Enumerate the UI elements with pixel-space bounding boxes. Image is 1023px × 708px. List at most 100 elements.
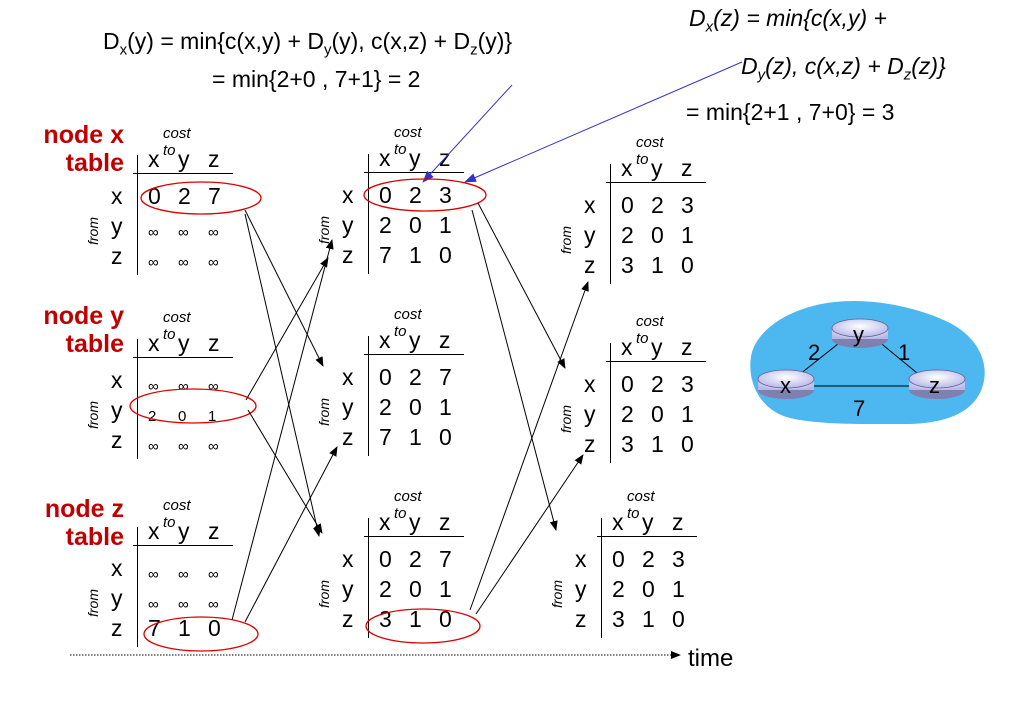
table-cell: 0	[178, 408, 187, 425]
column-header-x: x	[148, 518, 160, 544]
table-cell: ∞	[148, 438, 159, 455]
table-cell: 7	[379, 242, 392, 268]
table-cell: ∞	[148, 378, 159, 395]
cost-to-label: cost to	[636, 313, 664, 347]
table-cell: 0	[439, 606, 452, 632]
table-cell: 0	[409, 576, 422, 602]
column-header-z: z	[439, 327, 451, 353]
table-cell: 1	[672, 576, 685, 602]
network-node-x-label: x	[780, 373, 791, 398]
cost-to-label: cost to	[394, 124, 422, 158]
table-cell: 0	[439, 424, 452, 450]
column-header-y: y	[178, 146, 190, 172]
formula-dxy-line1: Dx(y) = min{c(x,y) + Dy(y), c(x,z) + Dz(…	[103, 28, 513, 59]
row-label-x: x	[575, 546, 587, 572]
table-cell: ∞	[208, 254, 219, 271]
row-label-x: x	[111, 555, 123, 581]
table-cell: 2	[148, 408, 157, 425]
column-header-x: x	[621, 155, 633, 181]
table-cell: 2	[409, 546, 422, 572]
table-cell: 2	[612, 576, 625, 602]
column-header-z: z	[681, 155, 693, 181]
timeline-arrowhead	[671, 651, 681, 659]
table-cell: 2	[409, 182, 422, 208]
router-node-y	[831, 318, 889, 348]
arrow-t1z-to-t2x	[469, 281, 589, 611]
arrow-t1x-to-t2y	[477, 202, 566, 369]
table-cell: 7	[439, 364, 452, 390]
table-cell: 0	[681, 252, 694, 278]
row-label-x: x	[342, 182, 354, 208]
row-label-y: y	[342, 576, 354, 602]
table-row-rule	[610, 343, 611, 463]
table-header-rule	[597, 536, 697, 537]
row-label-y: y	[111, 585, 123, 611]
table-cell: 0	[681, 431, 694, 457]
column-header-y: y	[651, 155, 663, 181]
column-header-x: x	[148, 146, 160, 172]
table-cell: 1	[178, 615, 191, 641]
table-cell: ∞	[178, 596, 189, 613]
row-label-y: y	[342, 394, 354, 420]
table-cell: 0	[439, 242, 452, 268]
table-cell: 0	[621, 192, 634, 218]
column-header-y: y	[409, 327, 421, 353]
table-cell: 0	[379, 546, 392, 572]
table-cell: 1	[409, 606, 422, 632]
table-cell: 2	[379, 212, 392, 238]
table-cell: ∞	[208, 566, 219, 583]
table-header-rule	[364, 172, 464, 173]
arrow-t0x-to-t1y	[244, 209, 324, 367]
row-label-x: x	[111, 183, 123, 209]
network-node-z-label: z	[929, 373, 940, 398]
table-cell: 0	[379, 182, 392, 208]
arrow-t0x-to-t1z	[244, 213, 321, 537]
cost-to-label: cost to	[627, 488, 655, 522]
column-header-z: z	[208, 518, 220, 544]
column-header-y: y	[178, 330, 190, 356]
row-label-z: z	[575, 606, 587, 632]
table-cell: 1	[651, 252, 664, 278]
table-cell: 2	[379, 576, 392, 602]
table-header-rule	[364, 354, 464, 355]
table-cell: 2	[621, 401, 634, 427]
row-label-y: y	[111, 213, 123, 239]
table-row-rule	[368, 518, 369, 638]
row-label-x: x	[342, 546, 354, 572]
annotation-arrow-z	[464, 61, 743, 183]
table-cell: 3	[439, 182, 452, 208]
table-header-rule	[606, 361, 706, 362]
row-label-z: z	[342, 424, 354, 450]
row-label-x: x	[584, 192, 596, 218]
table-cell: 1	[651, 431, 664, 457]
formula-dxy-line2: = min{2+0 , 7+1} = 2	[212, 66, 421, 92]
table-cell: 3	[681, 192, 694, 218]
column-header-y: y	[651, 334, 663, 360]
table-cell: ∞	[178, 438, 189, 455]
table-cell: 1	[439, 576, 452, 602]
table-cell: 0	[621, 371, 634, 397]
table-cell: ∞	[208, 438, 219, 455]
column-header-x: x	[621, 334, 633, 360]
time-label: time	[688, 645, 734, 672]
table-cell: 2	[651, 371, 664, 397]
table-cell: 3	[621, 431, 634, 457]
formula-dxz-line1: Dx(z) = min{c(x,y) +	[689, 5, 887, 36]
table-cell: 0	[208, 615, 221, 641]
cost-to-label: cost to	[394, 306, 422, 340]
table-cell: 7	[208, 183, 221, 209]
arrow-t1z-to-t2y	[475, 454, 584, 615]
column-header-x: x	[379, 145, 391, 171]
table-cell: 0	[379, 364, 392, 390]
cost-to-label: cost to	[163, 497, 191, 531]
table-cell: 1	[409, 242, 422, 268]
cost-to-label: cost to	[394, 488, 422, 522]
table-cell: 0	[651, 222, 664, 248]
row-label-y: y	[584, 401, 596, 427]
table-cell: 0	[148, 183, 161, 209]
network-node-y-label: y	[853, 322, 864, 347]
table-cell: 1	[439, 212, 452, 238]
